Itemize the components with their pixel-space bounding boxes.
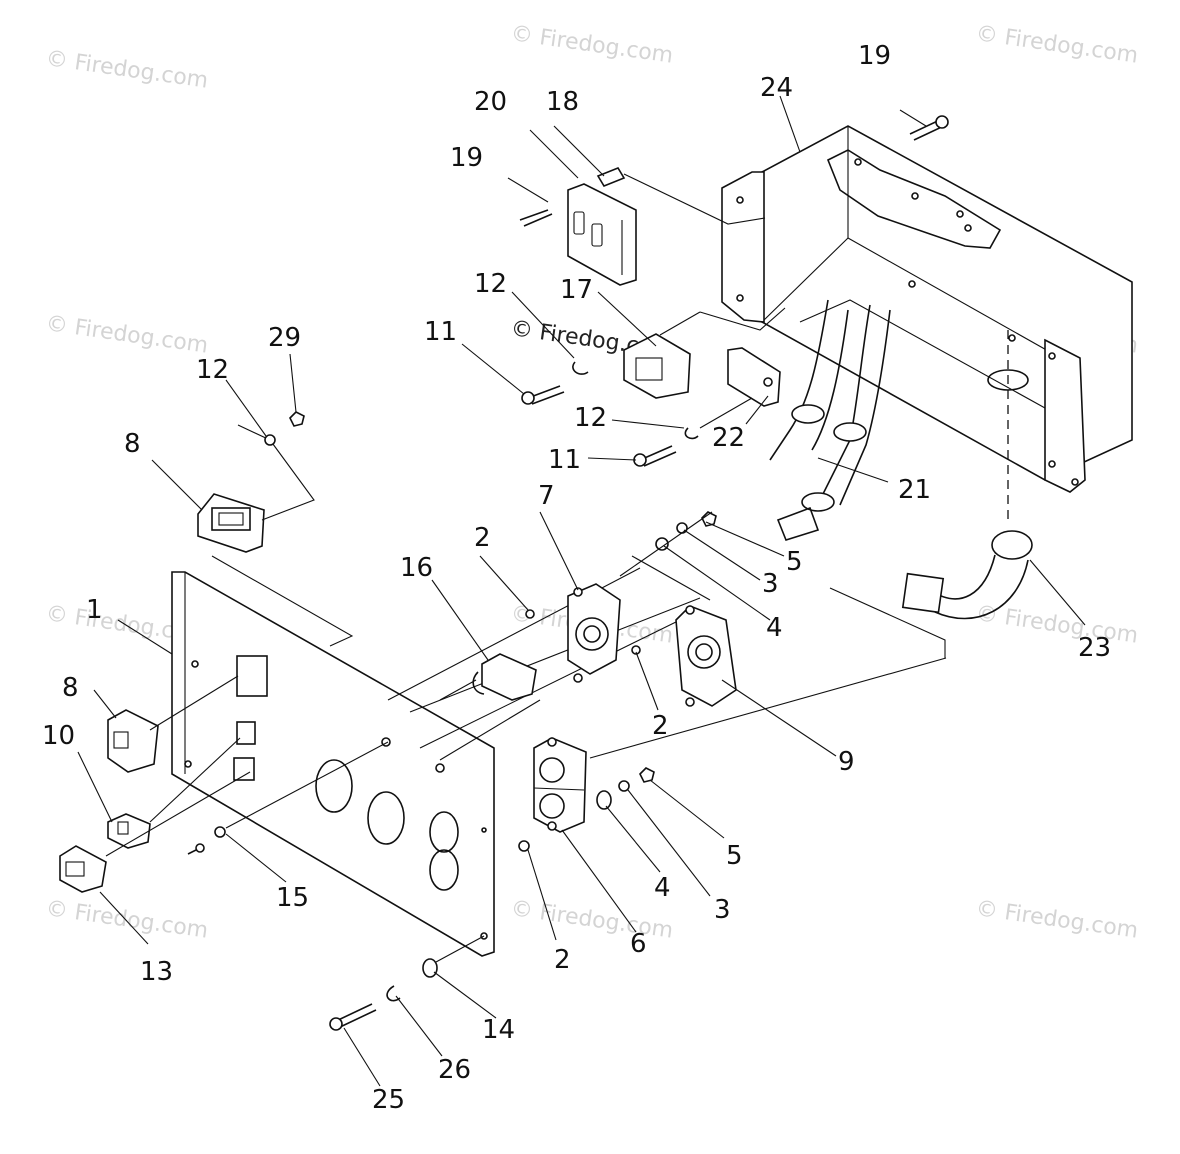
callout-5: 5 (726, 841, 743, 871)
callout-8: 8 (62, 673, 79, 703)
callout-15: 15 (276, 883, 309, 913)
callout-24: 24 (760, 73, 793, 103)
callout-14: 14 (482, 1015, 515, 1045)
callout-22: 22 (712, 423, 745, 453)
receptacle-part-6 (518, 657, 947, 852)
callouts: 1 8 8 10 13 12 29 2 16 7 2 9 5 3 4 15 2 … (42, 41, 1111, 1115)
part-8-lower (107, 675, 239, 773)
watermark: © Firedog.com (974, 896, 1140, 944)
callout-3: 3 (714, 895, 731, 925)
callout-16: 16 (400, 553, 433, 583)
callout-5: 5 (786, 547, 803, 577)
callout-9: 9 (838, 747, 855, 777)
callout-11: 11 (548, 445, 581, 475)
receptacle-part-9 (631, 605, 737, 707)
callout-11: 11 (424, 317, 457, 347)
callout-3: 3 (762, 569, 779, 599)
switch-part-10 (107, 737, 241, 849)
callout-25: 25 (372, 1085, 405, 1115)
callout-19: 19 (450, 143, 483, 173)
watermark: © Firedog.com (44, 311, 210, 359)
back-box-part-24 (721, 125, 1133, 520)
callout-17: 17 (560, 275, 593, 305)
callout-10: 10 (42, 721, 75, 751)
watermark: © Firedog.com (44, 896, 210, 944)
callout-29: 29 (268, 323, 301, 353)
harness-part-23 (829, 530, 1086, 658)
receptacle-part-7 (525, 511, 717, 683)
callout-26: 26 (438, 1055, 471, 1085)
callout-4: 4 (654, 873, 671, 903)
leader-lines (77, 95, 837, 1087)
watermark: © Firedog.com (509, 21, 675, 69)
circuit-board-part-20 (507, 129, 766, 286)
watermark: © Firedog.com (509, 896, 675, 944)
callout-2: 2 (474, 523, 491, 553)
callout-13: 13 (140, 957, 173, 987)
callout-12: 12 (196, 355, 229, 385)
callout-19: 19 (858, 41, 891, 71)
callout-6: 6 (630, 929, 647, 959)
callout-21: 21 (898, 475, 931, 505)
callout-18: 18 (546, 87, 579, 117)
callout-2: 2 (554, 945, 571, 975)
callout-23: 23 (1078, 633, 1111, 663)
callout-4: 4 (766, 613, 783, 643)
outlet-part-13 (59, 771, 251, 893)
screw-part-25 (329, 935, 485, 1031)
callout-7: 7 (538, 481, 555, 511)
part-16 (439, 653, 537, 701)
callout-20: 20 (474, 87, 507, 117)
front-panel-part-1 (171, 555, 701, 957)
callout-1: 1 (86, 595, 103, 625)
screw-part-19-top (899, 109, 949, 141)
callout-2: 2 (652, 711, 669, 741)
callout-12: 12 (474, 269, 507, 299)
part-8-upper (197, 411, 315, 553)
part-15 (187, 741, 389, 855)
callout-12: 12 (574, 403, 607, 433)
watermark: © Firedog.com (44, 46, 210, 94)
switch-part-17 (521, 307, 786, 405)
watermark: © Firedog.com (974, 21, 1140, 69)
wire-harness-part-21 (769, 299, 891, 541)
watermarks: © Firedog.com © Firedog.com © Firedog.co… (44, 21, 1140, 944)
callout-8: 8 (124, 429, 141, 459)
